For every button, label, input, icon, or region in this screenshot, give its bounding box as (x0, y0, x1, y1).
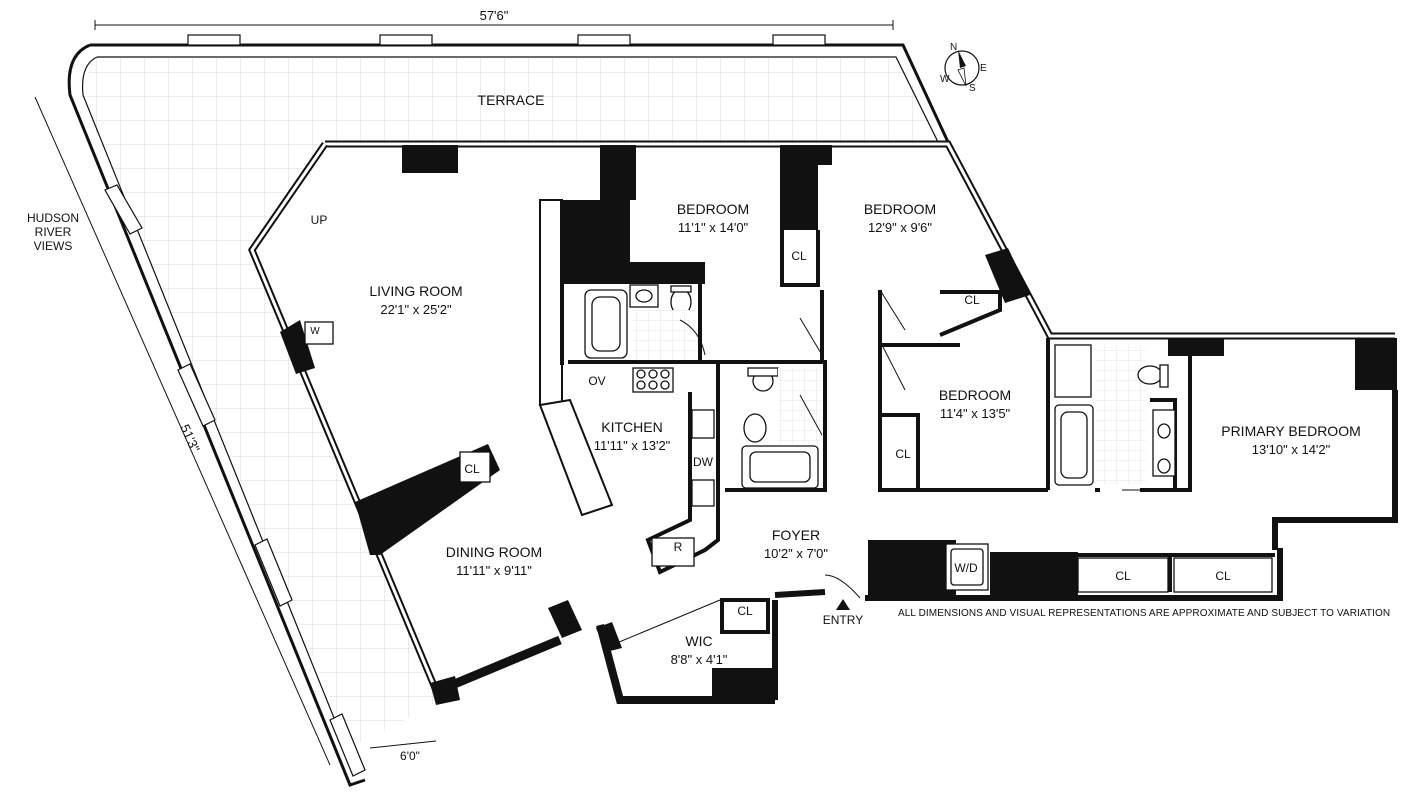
svg-text:S: S (969, 83, 976, 94)
compass-icon: N E S W (940, 42, 987, 94)
entry-arrow-icon (836, 599, 850, 610)
disclaimer-text: ALL DIMENSIONS AND VISUAL REPRESENTATION… (898, 608, 1391, 619)
bedroom-1-name: BEDROOM (677, 201, 749, 217)
bathroom-fixtures (304, 284, 1273, 593)
primary-bedroom-name: PRIMARY BEDROOM (1221, 423, 1361, 439)
terrace (67, 34, 950, 787)
svg-text:W: W (940, 74, 950, 85)
bedroom-2-name: BEDROOM (864, 201, 936, 217)
svg-text:E: E (980, 63, 987, 74)
foyer-name: FOYER (772, 527, 820, 543)
overall-width-label: 57'6" (480, 8, 509, 23)
dining-room-name: DINING ROOM (446, 544, 542, 560)
primary-bedroom-size: 13'10" x 14'2" (1252, 442, 1331, 457)
oven-label: OV (588, 374, 605, 388)
overall-depth-label: 51'3" (177, 422, 203, 455)
dishwasher-label: DW (693, 455, 714, 469)
views-label-line1: HUDSON (27, 211, 79, 225)
foyer-size: 10'2" x 7'0" (764, 546, 828, 561)
closet-label: CL (1115, 569, 1131, 583)
doors (611, 289, 1168, 646)
living-room-size: 22'1" x 25'2" (380, 302, 452, 317)
planter (772, 34, 826, 46)
stairs-up-label: UP (311, 213, 328, 227)
entry-label: ENTRY (823, 613, 863, 627)
svg-text:N: N (950, 42, 957, 53)
dimension-lines (34, 20, 894, 766)
living-room-name: LIVING ROOM (369, 283, 462, 299)
bedroom-2-size: 12'9" x 9'6" (868, 220, 932, 235)
planter (187, 34, 241, 46)
wic-name: WIC (685, 633, 712, 649)
washer-dryer-label: W/D (954, 561, 978, 575)
fireplace-label: FP (571, 234, 585, 249)
closet-label: CL (964, 293, 980, 307)
closet-label: CL (791, 249, 807, 263)
bedroom-3-size: 11'4" x 13'5" (940, 406, 1011, 421)
kitchen-island (538, 398, 614, 517)
planter (379, 34, 433, 46)
wic-size: 8'8" x 4'1" (671, 652, 728, 667)
refrigerator-label: R (674, 540, 683, 554)
bedroom-1-size: 11'1" x 14'0" (678, 220, 749, 235)
terrace-label: TERRACE (478, 92, 545, 108)
closet-label: CL (1215, 569, 1231, 583)
closet-label: CL (464, 462, 480, 476)
bedroom-3-name: BEDROOM (939, 387, 1011, 403)
kitchen-name: KITCHEN (601, 419, 662, 435)
views-label-line2: RIVER (35, 225, 72, 239)
views-label-line3: VIEWS (34, 239, 73, 253)
dining-room-size: 11'11" x 9'11" (456, 563, 532, 578)
kitchen-size: 11'11" x 13'2" (594, 438, 671, 453)
planter (577, 34, 631, 46)
terrace-depth-label: 6'0" (400, 749, 420, 763)
closet-label: CL (895, 447, 911, 461)
washer-label: W (310, 326, 320, 337)
closet-label: CL (737, 604, 753, 618)
